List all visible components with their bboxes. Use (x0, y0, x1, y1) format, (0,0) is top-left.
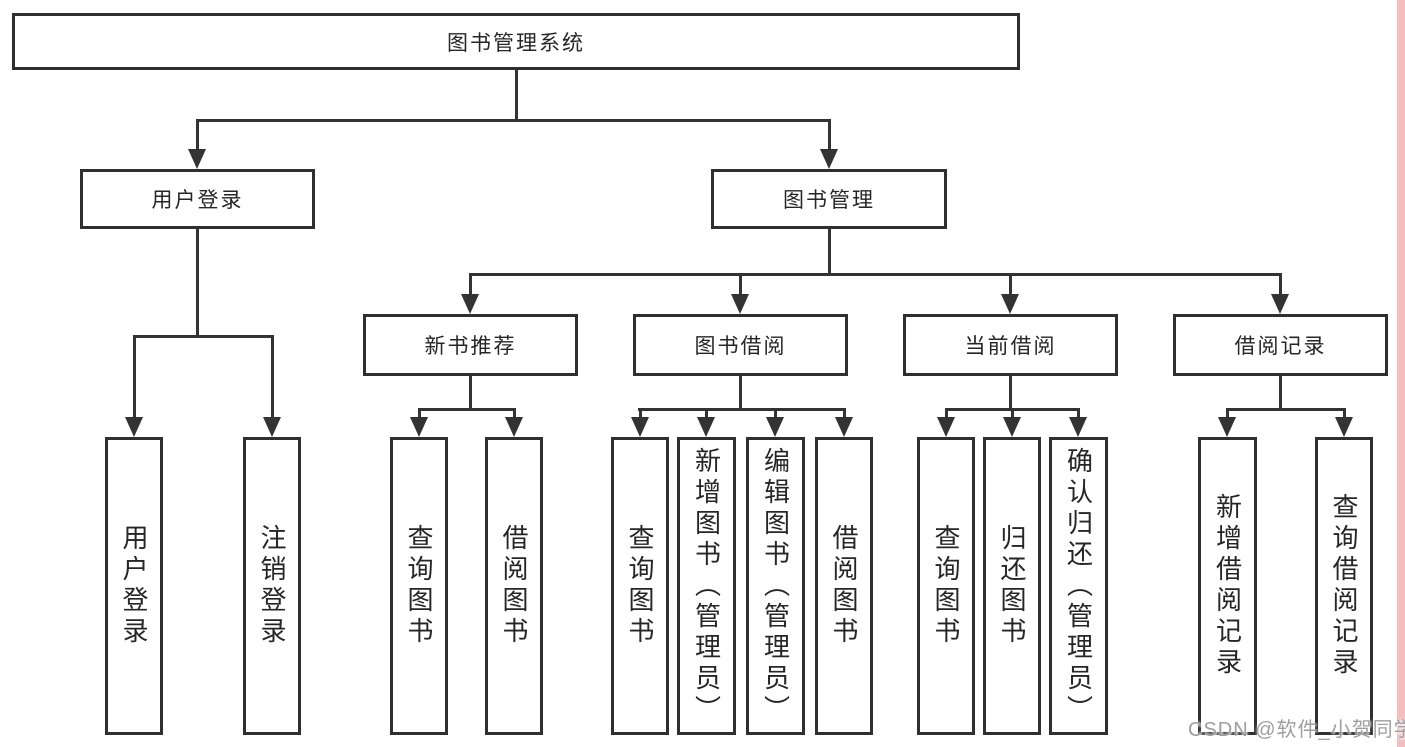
edge-line (739, 376, 742, 411)
leaf-borrowing-borrow-books-label: 借阅图书 (829, 524, 859, 648)
edge-line (1279, 273, 1282, 300)
leaf-newrec-borrow-books-label: 借阅图书 (499, 524, 529, 648)
edge-line (469, 273, 1282, 276)
node-new-book-recommend: 新书推荐 (363, 314, 578, 376)
edge-line (469, 376, 472, 411)
arrowhead-down-icon (731, 294, 749, 314)
edge-line (739, 273, 742, 300)
leaf-user-login: 用户登录 (105, 437, 163, 735)
edge-line (774, 408, 777, 423)
edge-line (1343, 408, 1346, 423)
leaf-current-query-books-label: 查询图书 (931, 524, 961, 648)
edge-line (469, 273, 472, 300)
node-book-borrowing-label: 图书借阅 (694, 335, 787, 358)
leaf-confirm-return-admin: 确认归还（管理员） (1049, 437, 1108, 735)
edge-line (843, 408, 846, 423)
leaf-user-login-label: 用户登录 (119, 524, 149, 648)
edge-line (418, 408, 516, 411)
edge-line (639, 408, 642, 423)
leaf-edit-books-admin-label: 编辑图书（管理员） (760, 446, 791, 726)
edge-line (1011, 408, 1014, 423)
arrowhead-down-icon (1069, 417, 1087, 437)
arrowhead-down-icon (410, 417, 428, 437)
leaf-borrowing-borrow-books: 借阅图书 (815, 437, 873, 735)
node-book-borrowing: 图书借阅 (633, 314, 848, 376)
leaf-confirm-return-admin-label: 确认归还（管理员） (1063, 446, 1094, 726)
edge-line (828, 229, 831, 276)
arrowhead-down-icon (1218, 417, 1236, 437)
leaf-return-books: 归还图书 (983, 437, 1041, 735)
arrowhead-down-icon (1003, 417, 1021, 437)
edge-line (1226, 408, 1346, 411)
leaf-add-books-admin: 新增图书（管理员） (677, 437, 736, 735)
arrowhead-down-icon (631, 417, 649, 437)
node-user-login-label: 用户登录 (151, 189, 244, 212)
edge-line (271, 335, 274, 423)
arrowhead-down-icon (820, 149, 838, 169)
node-library-system-label: 图书管理系统 (447, 31, 585, 55)
edge-line (196, 229, 199, 338)
leaf-add-books-admin-label: 新增图书（管理员） (691, 446, 722, 726)
leaf-edit-books-admin: 编辑图书（管理员） (746, 437, 805, 735)
arrowhead-down-icon (697, 417, 715, 437)
edge-line (196, 119, 199, 155)
arrowhead-down-icon (1001, 294, 1019, 314)
edge-line (418, 408, 421, 423)
edge-line (196, 119, 831, 122)
leaf-logout: 注销登录 (243, 437, 301, 735)
edge-line (1226, 408, 1229, 423)
node-book-management: 图书管理 (711, 169, 947, 229)
arrowhead-down-icon (125, 417, 143, 437)
arrowhead-down-icon (188, 149, 206, 169)
edge-line (1009, 376, 1012, 411)
leaf-query-borrow-record-label: 查询借阅记录 (1329, 493, 1359, 679)
leaf-query-borrow-record: 查询借阅记录 (1315, 437, 1373, 735)
arrowhead-down-icon (505, 417, 523, 437)
leaf-newrec-query-books: 查询图书 (390, 437, 448, 735)
edge-line (1009, 273, 1012, 300)
arrowhead-down-icon (835, 417, 853, 437)
leaf-current-query-books: 查询图书 (917, 437, 975, 735)
node-book-management-label: 图书管理 (783, 189, 875, 212)
arrowhead-down-icon (263, 417, 281, 437)
arrowhead-down-icon (1271, 294, 1289, 314)
leaf-add-borrow-record: 新增借阅记录 (1198, 437, 1257, 735)
edge-line (133, 335, 136, 423)
edge-line (1279, 376, 1282, 411)
watermark: CSDN @软件_小贺同学 (1188, 719, 1405, 741)
arrowhead-down-icon (766, 417, 784, 437)
leaf-add-borrow-record-label: 新增借阅记录 (1212, 493, 1243, 679)
edge-line (828, 119, 831, 155)
node-new-book-recommend-label: 新书推荐 (424, 335, 517, 358)
node-current-borrowing-label: 当前借阅 (964, 335, 1057, 358)
node-user-login: 用户登录 (80, 169, 315, 229)
edge-line (513, 408, 516, 423)
leaf-borrowing-query-books: 查询图书 (611, 437, 669, 735)
leaf-newrec-borrow-books: 借阅图书 (485, 437, 543, 735)
node-library-system: 图书管理系统 (12, 13, 1020, 70)
edge-line (1077, 408, 1080, 423)
right-edge-strip (1397, 0, 1405, 747)
edge-line (945, 408, 948, 423)
leaf-borrowing-query-books-label: 查询图书 (625, 524, 655, 648)
leaf-newrec-query-books-label: 查询图书 (404, 524, 434, 648)
edge-line (705, 408, 708, 423)
node-borrow-records-label: 借阅记录 (1234, 335, 1327, 358)
leaf-logout-label: 注销登录 (257, 524, 287, 648)
edge-line (515, 70, 518, 122)
leaf-return-books-label: 归还图书 (997, 524, 1027, 648)
node-current-borrowing: 当前借阅 (903, 314, 1118, 376)
arrowhead-down-icon (461, 294, 479, 314)
node-borrow-records: 借阅记录 (1173, 314, 1388, 376)
edge-line (133, 335, 274, 338)
edge-line (638, 408, 846, 411)
arrowhead-down-icon (937, 417, 955, 437)
arrowhead-down-icon (1335, 417, 1353, 437)
